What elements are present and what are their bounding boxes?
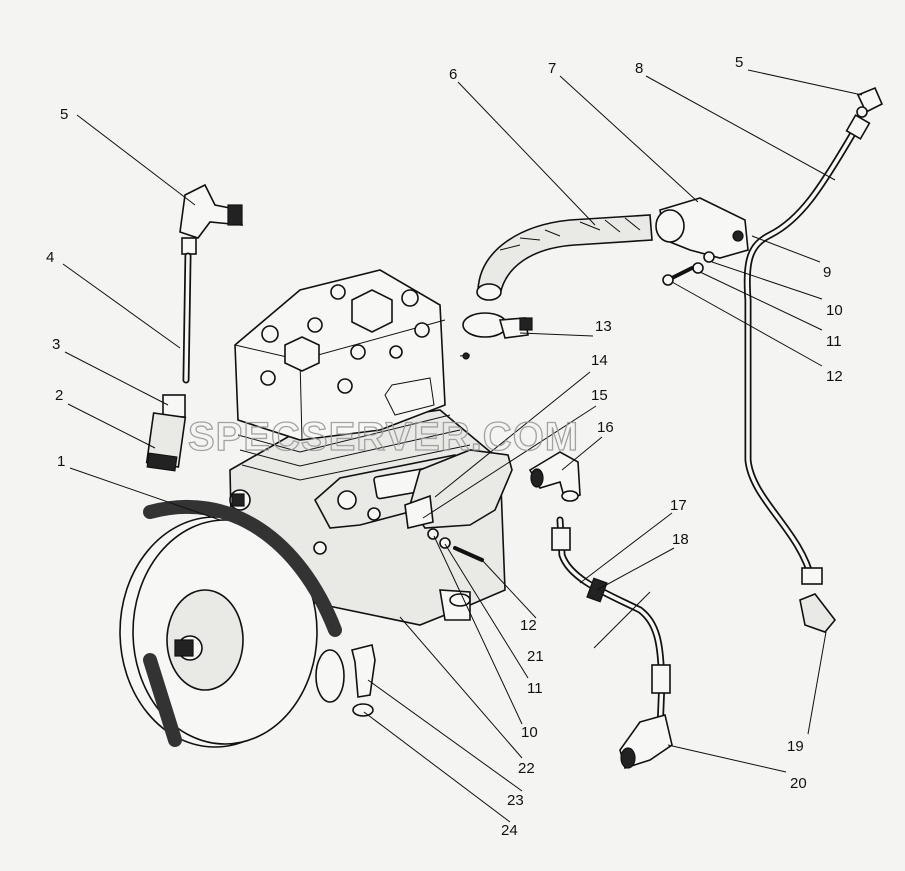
leader-lines xyxy=(62,69,863,823)
outlet-block xyxy=(404,449,513,529)
pulley xyxy=(119,499,345,748)
callout-9: 9 xyxy=(823,264,831,281)
callout-2-5: 5 xyxy=(735,54,743,71)
callout-19: 19 xyxy=(787,738,804,755)
callout-17: 17 xyxy=(670,497,687,514)
elbow-fitting-16 xyxy=(528,451,581,502)
callout-20: 20 xyxy=(790,775,807,792)
head-bolts xyxy=(260,284,430,394)
callout-24: 24 xyxy=(501,822,518,839)
callout-18: 18 xyxy=(672,531,689,548)
callout-2-12: 12 xyxy=(520,617,537,634)
callout-13: 13 xyxy=(595,318,612,335)
callout-1-12: 12 xyxy=(826,368,843,385)
callout-16: 16 xyxy=(597,419,614,436)
callout-1-5: 5 xyxy=(60,106,68,123)
callout-2-10: 10 xyxy=(521,724,538,741)
callout-3: 3 xyxy=(52,336,60,353)
callout-1-10: 10 xyxy=(826,302,843,319)
callout-labels: 5 4 3 2 1 6 7 8 5 9 10 11 12 13 14 15 16… xyxy=(46,54,843,839)
callout-6: 6 xyxy=(449,66,457,83)
callout-23: 23 xyxy=(507,792,524,809)
watermark: SPECSERVER.COM xyxy=(188,415,579,459)
top-fasteners xyxy=(662,251,715,286)
left-fitting-and-hose xyxy=(145,183,243,472)
lower-fasteners xyxy=(351,528,484,717)
air-intake-hose xyxy=(476,214,653,301)
callout-1-11: 11 xyxy=(826,333,842,350)
callout-8: 8 xyxy=(635,60,643,77)
tube-17 xyxy=(551,516,673,770)
hose-clamp-13 xyxy=(459,312,533,360)
callout-4: 4 xyxy=(46,249,54,266)
callout-14: 14 xyxy=(591,352,608,369)
callout-1: 1 xyxy=(57,453,65,470)
callout-7: 7 xyxy=(548,60,556,77)
callout-2: 2 xyxy=(55,387,63,404)
pressure-tube-8 xyxy=(743,86,884,633)
callout-2-11: 11 xyxy=(527,680,543,697)
callout-22: 22 xyxy=(518,760,535,777)
callout-15: 15 xyxy=(591,387,608,404)
callout-21: 21 xyxy=(527,648,544,665)
elbow-housing-7 xyxy=(655,197,749,259)
